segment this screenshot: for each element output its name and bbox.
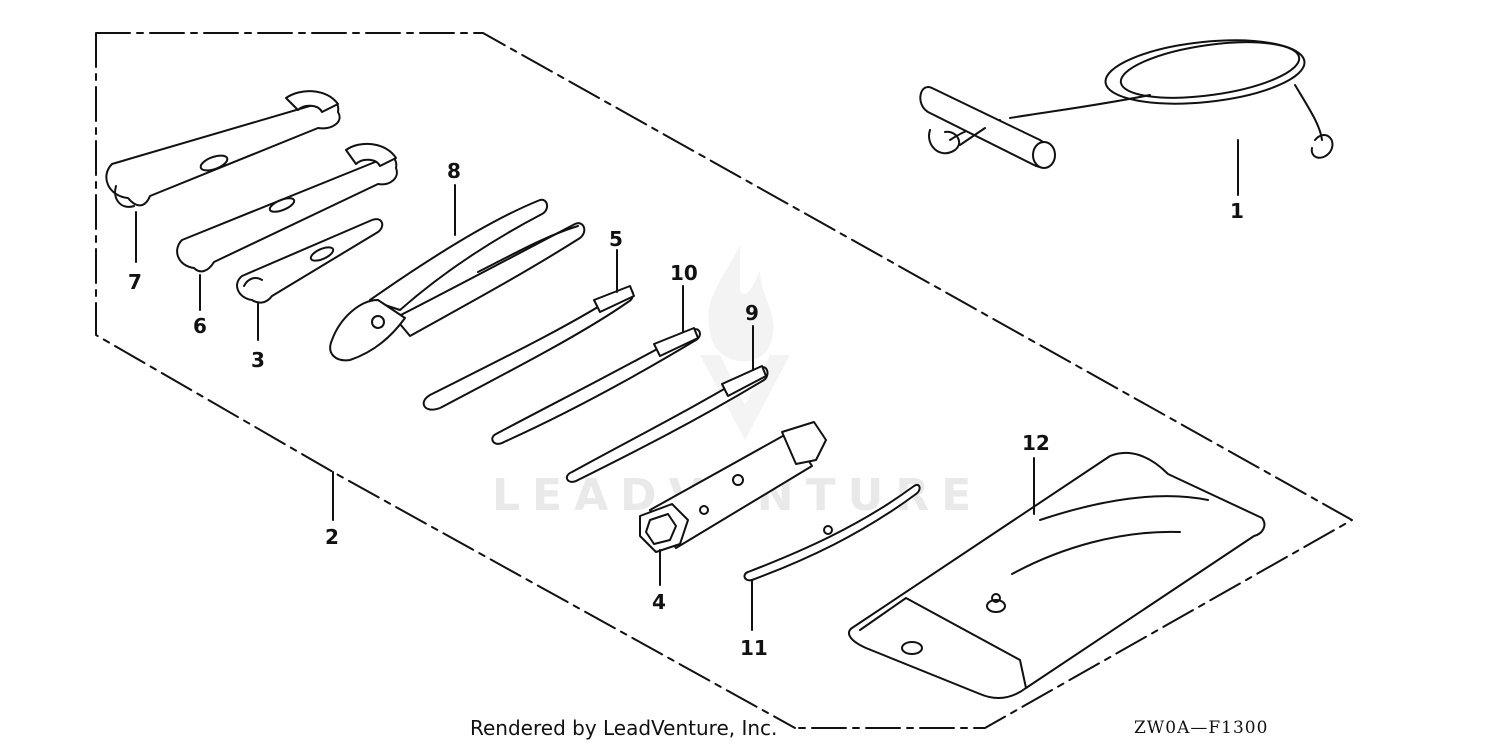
screwdriver-phillips bbox=[565, 365, 769, 483]
watermark-logo bbox=[700, 245, 790, 440]
pliers bbox=[329, 198, 586, 362]
callout-1: 1 bbox=[1230, 199, 1244, 223]
tool-bag bbox=[848, 451, 1266, 699]
callout-6: 6 bbox=[193, 314, 207, 338]
callout-2: 2 bbox=[325, 525, 339, 549]
render-credit: Rendered by LeadVenture, Inc. bbox=[470, 716, 778, 740]
callout-4: 4 bbox=[652, 590, 666, 614]
callout-7: 7 bbox=[128, 270, 142, 294]
callout-12: 12 bbox=[1022, 431, 1050, 455]
screwdriver-flat bbox=[491, 327, 701, 445]
screwdriver-handle bbox=[422, 285, 635, 411]
wrench-10-12 bbox=[176, 142, 398, 273]
callout-3: 3 bbox=[251, 348, 265, 372]
wrench-14-17 bbox=[105, 90, 341, 208]
callout-9: 9 bbox=[745, 301, 759, 325]
callout-10: 10 bbox=[670, 261, 698, 285]
kit-outline bbox=[95, 32, 1353, 729]
callout-5: 5 bbox=[609, 227, 623, 251]
callout-11: 11 bbox=[740, 636, 768, 660]
wrench-small bbox=[236, 218, 384, 304]
drawing-code: ZW0A—F1300 bbox=[1134, 718, 1269, 738]
starter-rope bbox=[919, 39, 1334, 169]
plug-wrench bbox=[639, 421, 827, 553]
callout-8: 8 bbox=[447, 159, 461, 183]
